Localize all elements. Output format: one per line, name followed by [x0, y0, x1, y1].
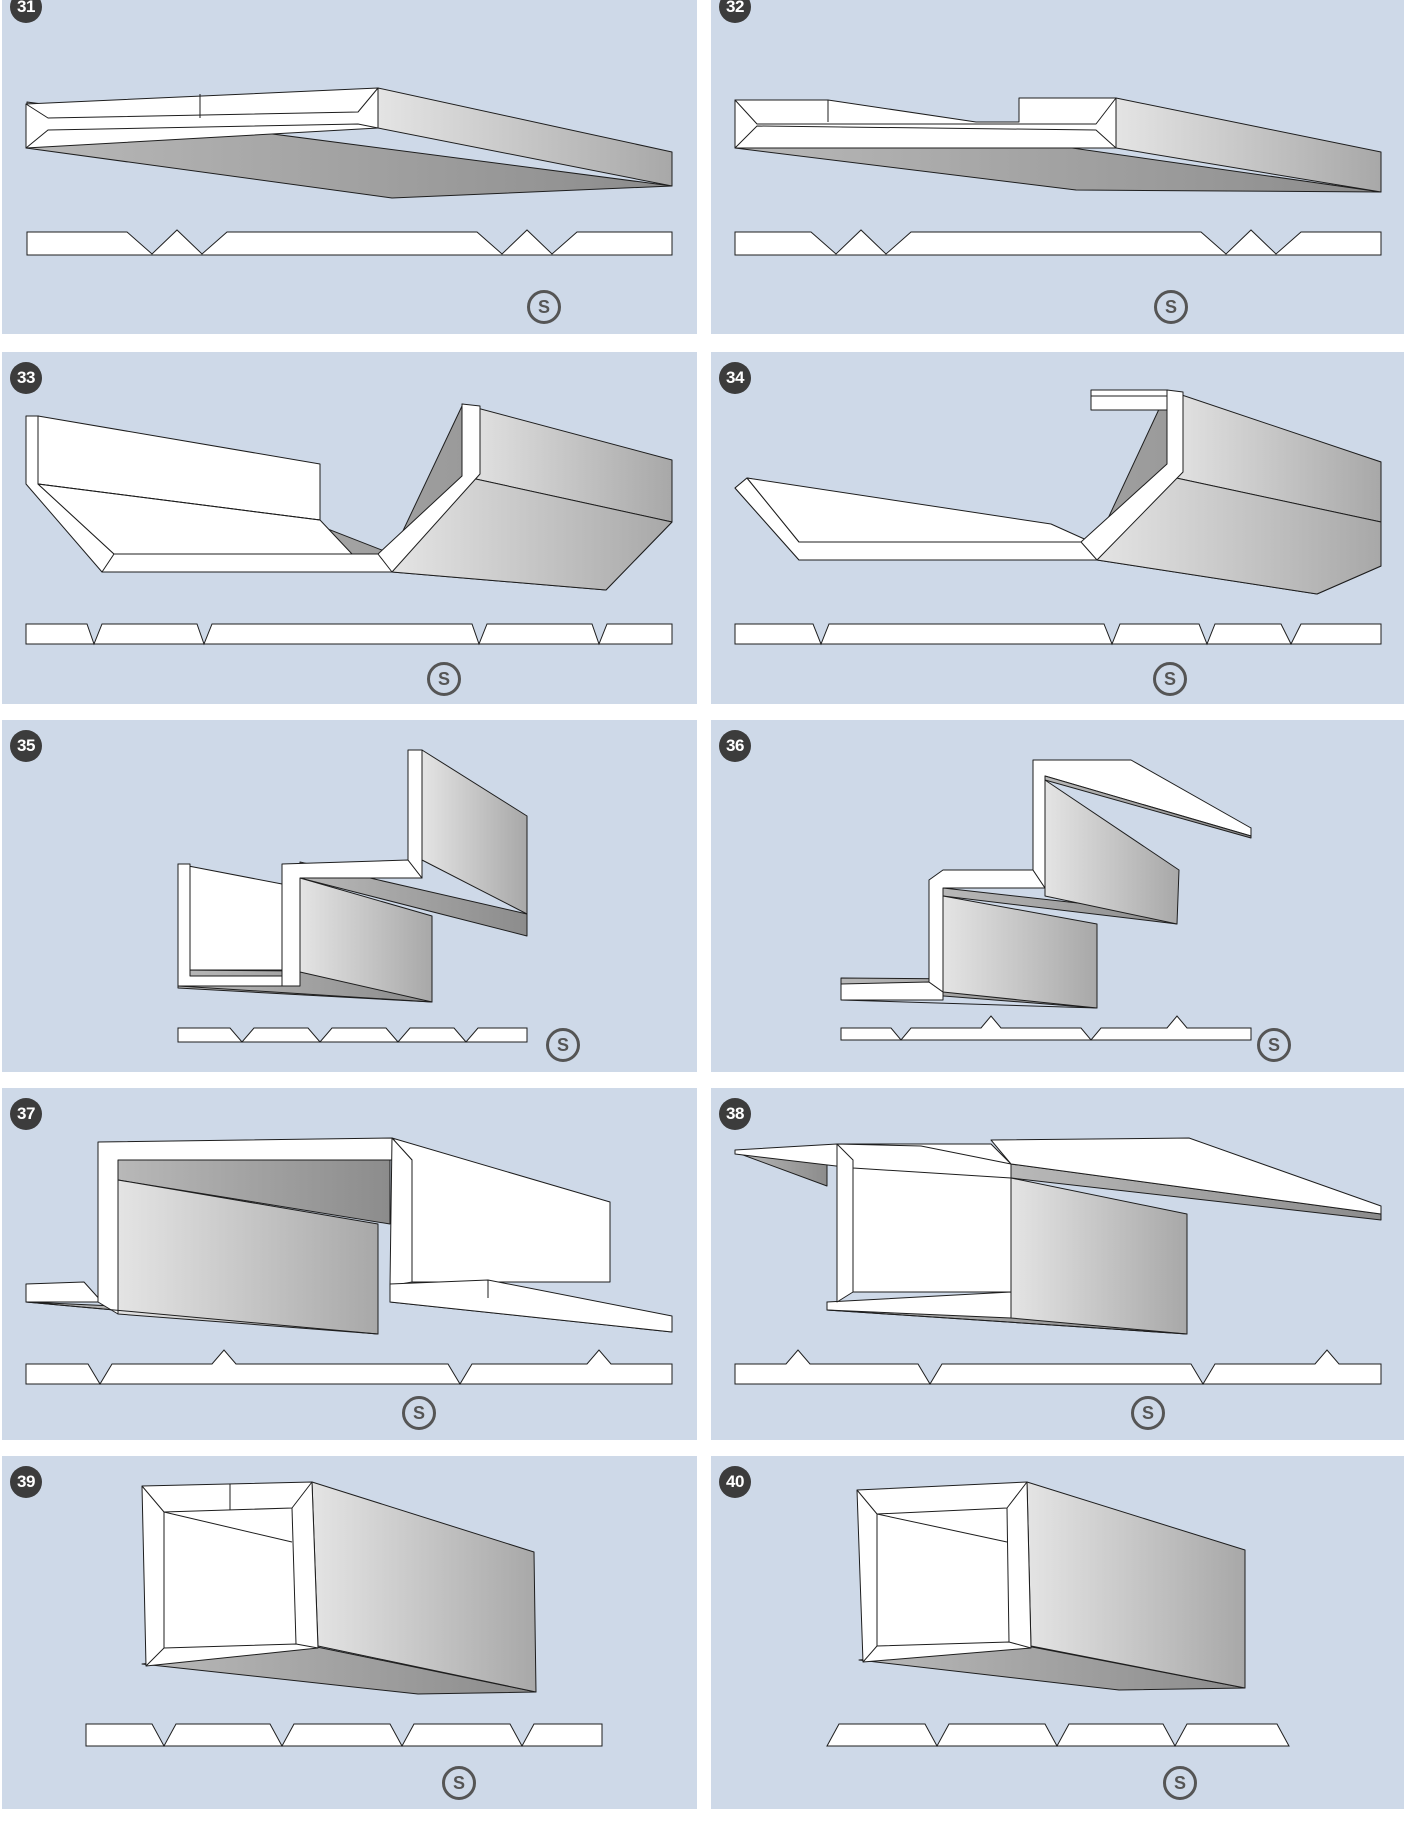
profile-drawing-37 [25, 1137, 673, 1385]
panel-number-badge-34: 34 [719, 362, 751, 394]
profile-panel-34: 34 S [711, 352, 1404, 704]
panel-number-badge-36: 36 [719, 730, 751, 762]
panel-number-badge-32: 32 [719, 0, 751, 23]
profile-panel-36: 36 S [711, 720, 1404, 1072]
profile-panel-31: 31 S [2, 0, 697, 334]
profile-drawing-34 [734, 389, 1382, 646]
profile-panel-38: 38 S [711, 1088, 1404, 1440]
profile-drawing-32 [734, 97, 1382, 256]
flat-pattern-33 [25, 623, 673, 646]
panel-number-badge-35: 35 [10, 730, 42, 762]
profile-panel-33: 33 S [2, 352, 697, 704]
s-symbol-icon-40: S [1163, 1766, 1197, 1800]
panel-number-badge-33: 33 [10, 362, 42, 394]
flat-pattern-40 [826, 1723, 1290, 1748]
profile-drawing-36 [840, 759, 1252, 1041]
panel-number-badge-37: 37 [10, 1098, 42, 1130]
flat-pattern-35 [177, 1027, 528, 1043]
flat-pattern-38 [734, 1349, 1382, 1385]
s-symbol-icon-34: S [1153, 662, 1187, 696]
s-symbol-icon-38: S [1131, 1396, 1165, 1430]
s-symbol-icon-35: S [546, 1028, 580, 1062]
s-symbol-icon-37: S [402, 1396, 436, 1430]
s-symbol-icon-39: S [442, 1766, 476, 1800]
flat-pattern-32 [734, 229, 1382, 256]
s-symbol-icon-32: S [1154, 290, 1188, 324]
flat-pattern-34 [734, 623, 1382, 646]
panel-number-badge-40: 40 [719, 1466, 751, 1498]
profile-drawing-40 [826, 1481, 1290, 1748]
profile-drawing-38 [734, 1137, 1382, 1385]
profile-panel-40: 40 S [711, 1456, 1404, 1809]
panel-number-badge-31: 31 [10, 0, 42, 23]
profile-drawing-33 [25, 403, 673, 646]
profile-panel-37: 37 S [2, 1088, 697, 1440]
flat-pattern-39 [85, 1723, 603, 1748]
s-symbol-icon-31: S [527, 290, 561, 324]
profile-panel-35: 35 S [2, 720, 697, 1072]
panel-number-badge-39: 39 [10, 1466, 42, 1498]
flat-pattern-36 [840, 1015, 1252, 1041]
s-symbol-icon-36: S [1257, 1028, 1291, 1062]
flat-pattern-37 [25, 1349, 673, 1385]
profile-drawing-35 [177, 749, 528, 1043]
profile-drawing-31 [25, 87, 673, 256]
profile-panel-32: 32 S [711, 0, 1404, 334]
s-symbol-icon-33: S [427, 662, 461, 696]
panel-number-badge-38: 38 [719, 1098, 751, 1130]
profile-drawing-39 [85, 1481, 603, 1748]
profile-panel-39: 39 S [2, 1456, 697, 1809]
flat-pattern-31 [26, 229, 673, 256]
